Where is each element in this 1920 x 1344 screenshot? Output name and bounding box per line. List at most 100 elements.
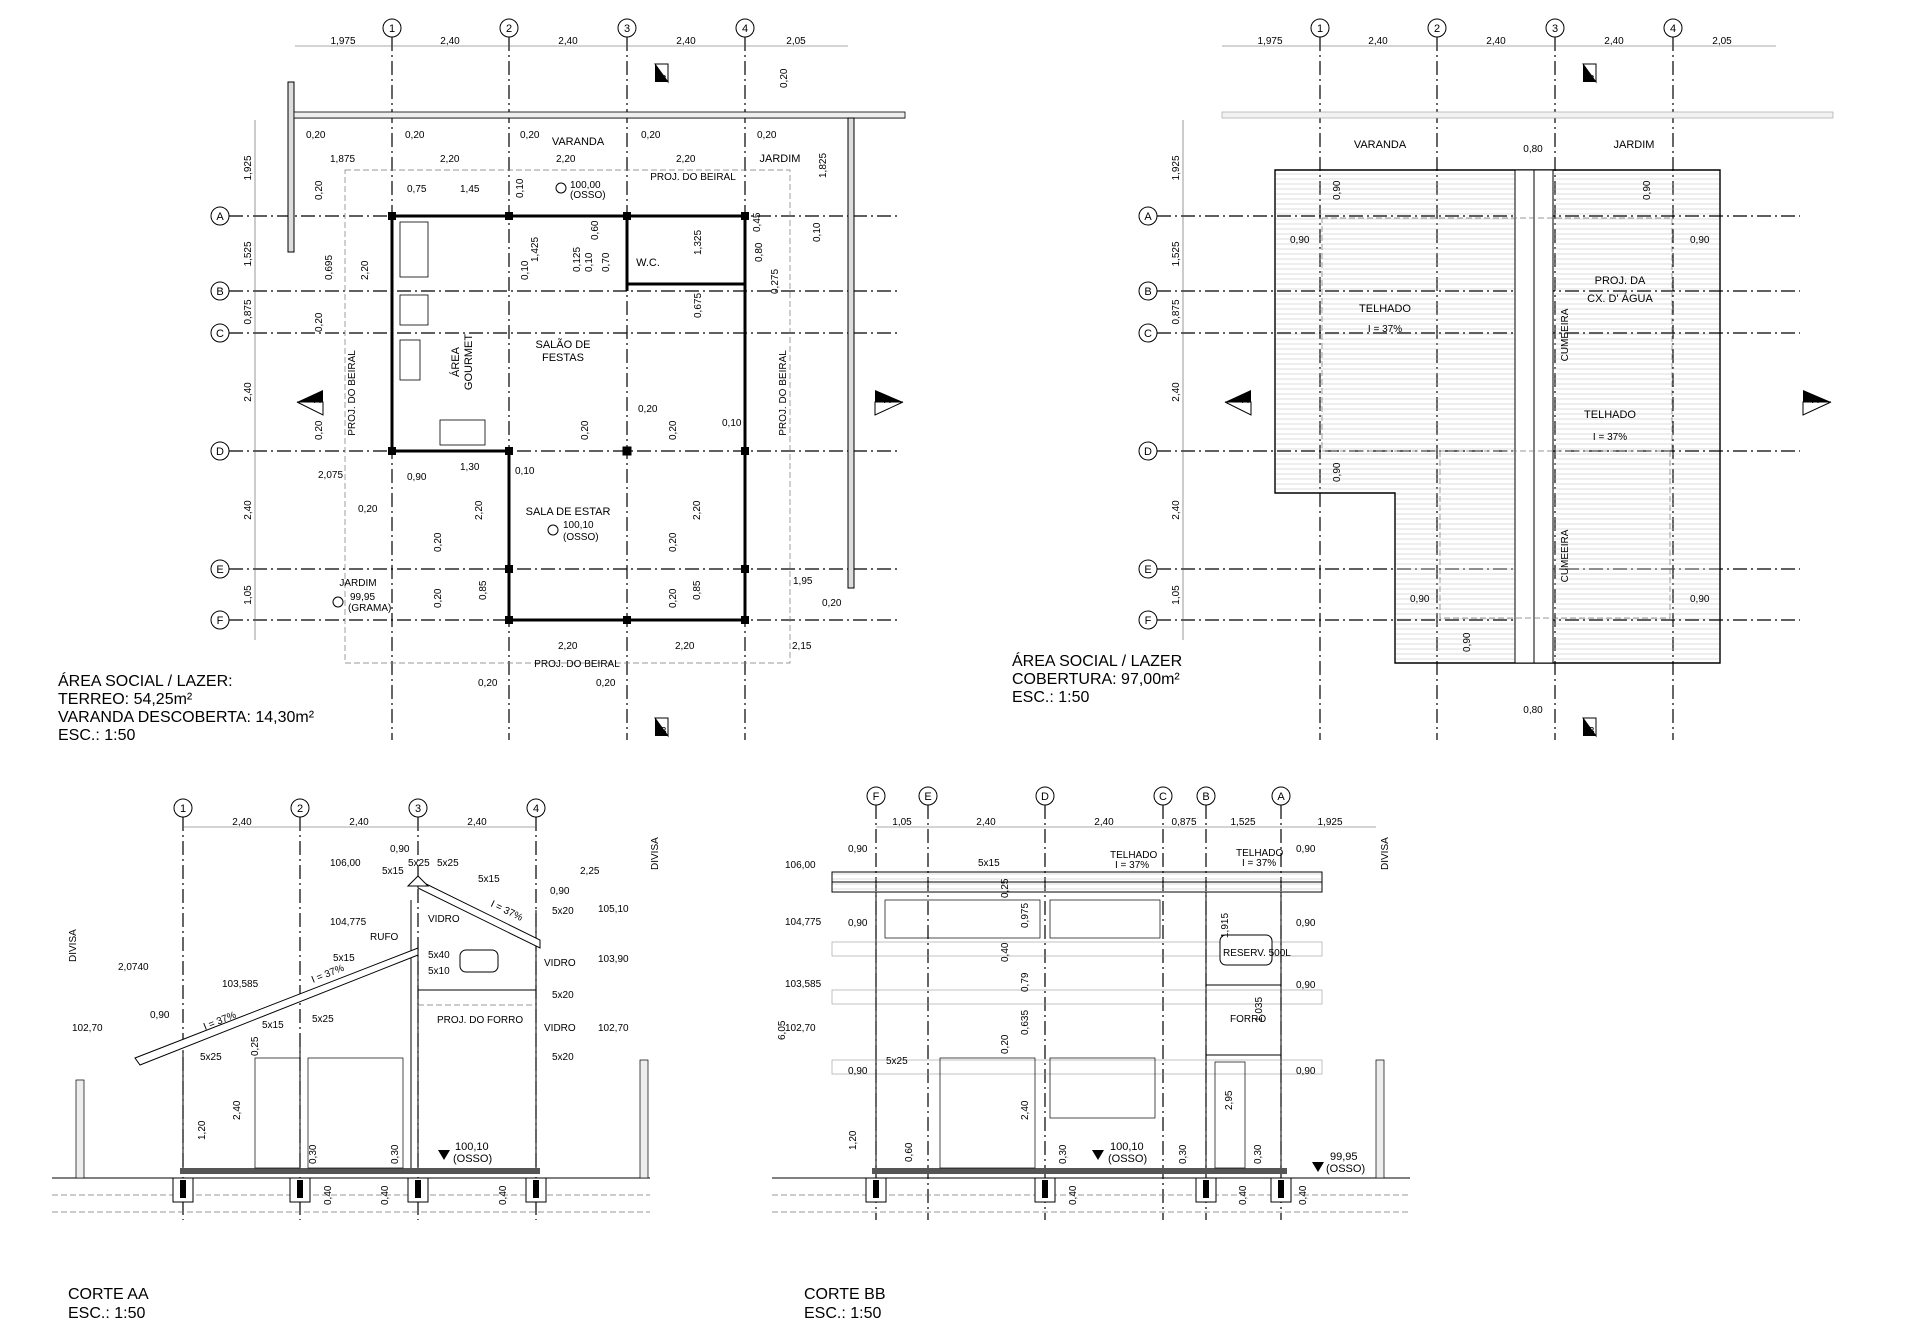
svg-text:5x15: 5x15 bbox=[978, 858, 1000, 869]
bb-labels: TELHADO I = 37% TELHADO I = 37% DIVISA R… bbox=[1110, 837, 1391, 1025]
svg-text:B: B bbox=[1588, 726, 1595, 737]
svg-text:0,20: 0,20 bbox=[433, 588, 444, 608]
svg-text:0,90: 0,90 bbox=[1296, 918, 1316, 929]
svg-text:4: 4 bbox=[533, 803, 539, 815]
svg-text:2,20: 2,20 bbox=[692, 500, 703, 520]
svg-text:5x10: 5x10 bbox=[428, 966, 450, 977]
svg-text:0,40: 0,40 bbox=[323, 1185, 334, 1205]
roof-outline bbox=[1274, 169, 1721, 664]
svg-text:0,30: 0,30 bbox=[1253, 1144, 1264, 1164]
grid-number-3: 3 bbox=[624, 23, 630, 35]
section-marker-a-right: A bbox=[874, 390, 904, 416]
level-mark-sub: (GRAMA) bbox=[348, 603, 391, 614]
svg-text:0,20: 0,20 bbox=[580, 420, 591, 440]
svg-text:DIVISA: DIVISA bbox=[650, 837, 661, 870]
svg-text:1: 1 bbox=[1317, 23, 1323, 35]
svg-text:2,40: 2,40 bbox=[976, 817, 996, 828]
svg-text:3: 3 bbox=[1552, 23, 1558, 35]
svg-text:0,20: 0,20 bbox=[641, 130, 661, 141]
svg-text:2,05: 2,05 bbox=[1712, 36, 1732, 47]
svg-text:0,20: 0,20 bbox=[358, 504, 378, 515]
drawing-title: CORTE BB bbox=[804, 1286, 886, 1303]
svg-text:2,20: 2,20 bbox=[675, 641, 695, 652]
svg-text:1,30: 1,30 bbox=[460, 462, 480, 473]
svg-text:0,20: 0,20 bbox=[314, 180, 325, 200]
dimension-text: 2,40 bbox=[558, 36, 578, 47]
svg-text:0,10: 0,10 bbox=[515, 466, 535, 477]
svg-text:0,90: 0,90 bbox=[550, 886, 570, 897]
bb-grid-letters: F E D C B A bbox=[866, 786, 1291, 806]
room-label-wc: W.C. bbox=[636, 257, 660, 269]
svg-text:2,20: 2,20 bbox=[676, 154, 696, 165]
svg-text:0,79: 0,79 bbox=[1020, 972, 1031, 992]
plan1-columns bbox=[388, 212, 749, 624]
svg-text:105,10: 105,10 bbox=[598, 904, 629, 915]
svg-text:2,20: 2,20 bbox=[360, 260, 371, 280]
svg-text:0,695: 0,695 bbox=[324, 255, 335, 280]
roof-label-varanda: VARANDA bbox=[1354, 139, 1407, 151]
dimension-text: 1,05 bbox=[243, 585, 254, 605]
svg-text:0,25: 0,25 bbox=[1000, 878, 1011, 898]
bb-member-sizes: 5x15 5x25 bbox=[886, 858, 1000, 1067]
level-mark-sub: (OSSO) bbox=[563, 532, 599, 543]
svg-text:2: 2 bbox=[1434, 23, 1440, 35]
svg-text:5x15: 5x15 bbox=[262, 1020, 284, 1031]
svg-text:2,40: 2,40 bbox=[1171, 382, 1182, 402]
svg-text:2,0740: 2,0740 bbox=[118, 962, 149, 973]
svg-text:0,20: 0,20 bbox=[314, 420, 325, 440]
svg-text:TELHADO: TELHADO bbox=[1236, 848, 1283, 859]
grid-letter-e: E bbox=[216, 564, 223, 576]
svg-text:2,40: 2,40 bbox=[467, 817, 487, 828]
aa-dims: 0,90 2,25 0,90 2,0740 0,90 0,25 2,40 1,2… bbox=[118, 844, 600, 1205]
svg-text:0,90: 0,90 bbox=[1462, 632, 1473, 652]
svg-text:0,90: 0,90 bbox=[1410, 594, 1430, 605]
ridge-label: CUMEEIRA bbox=[1560, 529, 1571, 582]
svg-text:0,10: 0,10 bbox=[812, 222, 823, 242]
svg-text:0,60: 0,60 bbox=[590, 220, 601, 240]
plan2-title-block: ÁREA SOCIAL / LAZER COBERTURA: 97,00m² E… bbox=[1012, 651, 1182, 706]
roof-label-telhado: TELHADO bbox=[1584, 409, 1636, 421]
svg-text:1,915: 1,915 bbox=[1220, 913, 1231, 938]
room-label-salao: SALÃO DE bbox=[535, 338, 590, 351]
room-label-varanda: VARANDA bbox=[552, 136, 605, 148]
svg-text:0,85: 0,85 bbox=[478, 580, 489, 600]
svg-text:1,925: 1,925 bbox=[1317, 817, 1342, 828]
bb-dims: 0,90 0,90 0,90 0,90 0,90 0,90 0,90 0,25 … bbox=[777, 844, 1316, 1205]
room-label-gourmet: GOURMET bbox=[463, 334, 475, 391]
svg-text:0,20: 0,20 bbox=[478, 678, 498, 689]
drawing-scale: ESC.: 1:50 bbox=[58, 727, 135, 744]
drawing-scale: ESC.: 1:50 bbox=[1012, 689, 1089, 706]
svg-text:0,90: 0,90 bbox=[848, 1066, 868, 1077]
svg-text:0,90: 0,90 bbox=[1332, 180, 1343, 200]
svg-text:0,875: 0,875 bbox=[1171, 817, 1196, 828]
roof-slope: I = 37% bbox=[1368, 324, 1402, 335]
section-marker-a-left: A bbox=[296, 390, 324, 416]
svg-text:5x40: 5x40 bbox=[428, 950, 450, 961]
grid-letter-a: A bbox=[216, 211, 224, 223]
svg-text:1,875: 1,875 bbox=[330, 154, 355, 165]
dimension-text: 0,875 bbox=[243, 299, 254, 324]
svg-text:0,20: 0,20 bbox=[668, 532, 679, 552]
svg-text:A: A bbox=[314, 395, 321, 406]
svg-text:5x25: 5x25 bbox=[312, 1014, 334, 1025]
grid-letter-d: D bbox=[216, 446, 224, 458]
grid-letter-f: F bbox=[217, 615, 224, 627]
svg-text:0,90: 0,90 bbox=[1690, 235, 1710, 246]
svg-text:2,40: 2,40 bbox=[349, 817, 369, 828]
svg-text:VIDRO: VIDRO bbox=[544, 1023, 576, 1034]
dimension-text: 1,525 bbox=[243, 241, 254, 266]
svg-text:F: F bbox=[873, 791, 880, 803]
room-label-festas: FESTAS bbox=[542, 352, 584, 364]
svg-text:0,80: 0,80 bbox=[1523, 144, 1543, 155]
svg-text:RUFO: RUFO bbox=[370, 932, 399, 943]
svg-text:5x20: 5x20 bbox=[552, 906, 574, 917]
svg-text:0,20: 0,20 bbox=[668, 420, 679, 440]
svg-text:A: A bbox=[1242, 395, 1249, 406]
section-marker-a-left-roof: A bbox=[1224, 390, 1252, 416]
svg-text:5x15: 5x15 bbox=[333, 953, 355, 964]
svg-text:0,30: 0,30 bbox=[1058, 1144, 1069, 1164]
svg-text:106,00: 106,00 bbox=[785, 860, 816, 871]
drawing-title: ÁREA SOCIAL / LAZER bbox=[1012, 651, 1182, 670]
svg-text:0,20: 0,20 bbox=[306, 130, 326, 141]
svg-text:DIVISA: DIVISA bbox=[68, 929, 79, 962]
